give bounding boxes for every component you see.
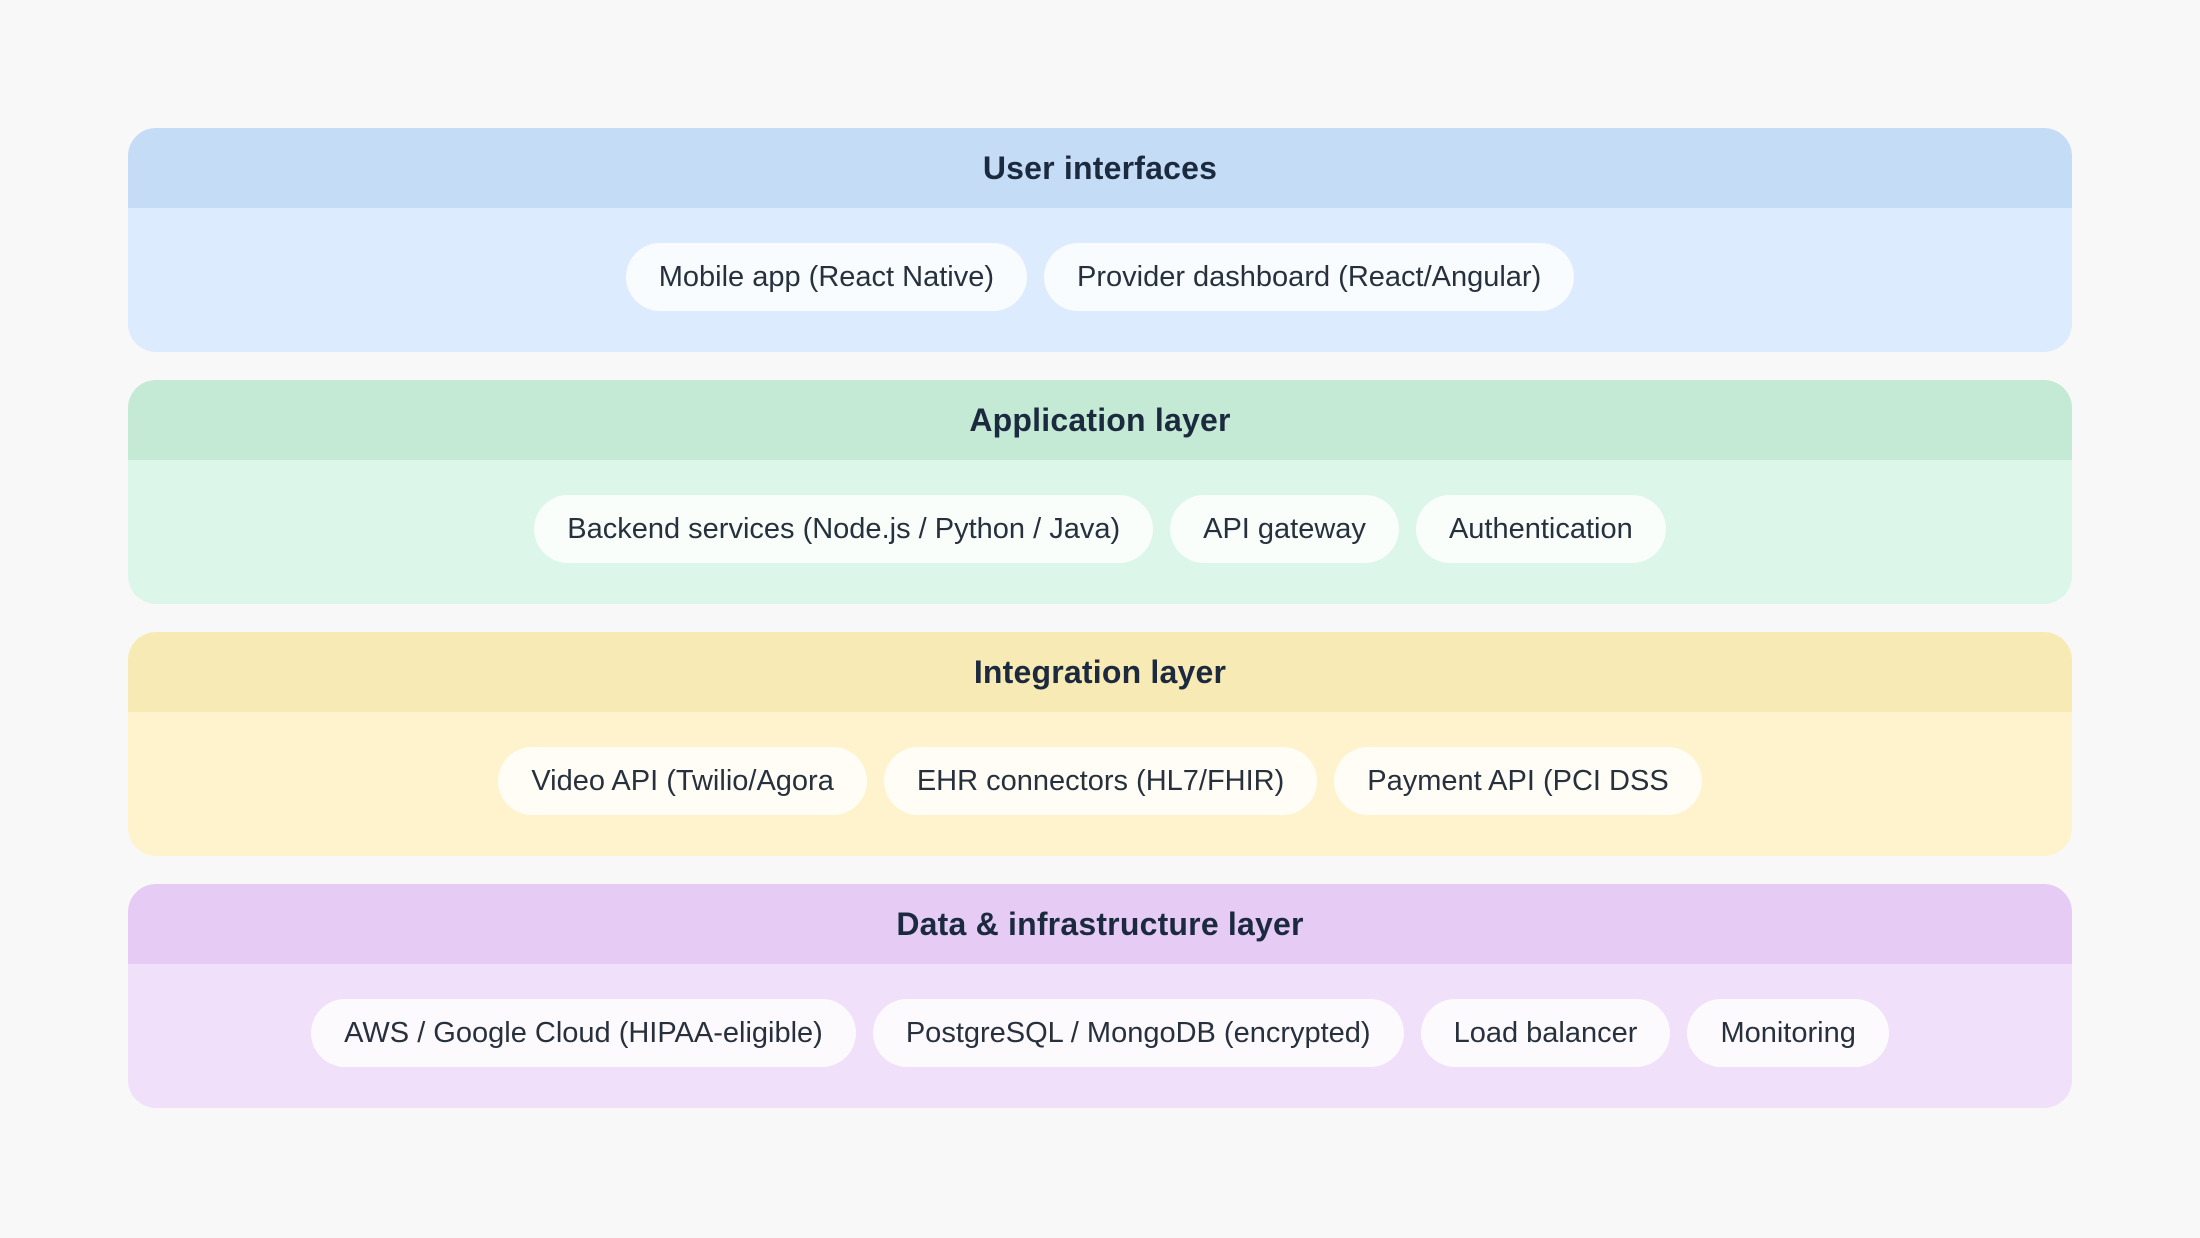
component-chip: Monitoring — [1687, 999, 1889, 1067]
component-chip: Payment API (PCI DSS — [1334, 747, 1702, 815]
layer-user-interfaces: User interfaces Mobile app (React Native… — [128, 128, 2072, 352]
layer-title: Data & infrastructure layer — [128, 884, 2072, 964]
layer-integration: Integration layer Video API (Twilio/Agor… — [128, 632, 2072, 856]
layer-title: Application layer — [128, 380, 2072, 460]
component-chip: AWS / Google Cloud (HIPAA-eligible) — [311, 999, 856, 1067]
component-chip: Backend services (Node.js / Python / Jav… — [534, 495, 1154, 563]
component-chip: Provider dashboard (React/Angular) — [1044, 243, 1575, 311]
component-chip: API gateway — [1170, 495, 1399, 563]
layer-components: Video API (Twilio/Agora EHR connectors (… — [128, 712, 2072, 856]
layer-components: Mobile app (React Native) Provider dashb… — [128, 208, 2072, 352]
architecture-diagram: User interfaces Mobile app (React Native… — [128, 128, 2072, 1136]
component-chip: Video API (Twilio/Agora — [498, 747, 867, 815]
layer-title: Integration layer — [128, 632, 2072, 712]
component-chip: EHR connectors (HL7/FHIR) — [883, 747, 1318, 815]
layer-components: Backend services (Node.js / Python / Jav… — [128, 460, 2072, 604]
layer-title: User interfaces — [128, 128, 2072, 208]
component-chip: Load balancer — [1420, 999, 1671, 1067]
component-chip: Authentication — [1415, 495, 1666, 563]
layer-data-infrastructure: Data & infrastructure layer AWS / Google… — [128, 884, 2072, 1108]
layer-components: AWS / Google Cloud (HIPAA-eligible) Post… — [128, 964, 2072, 1108]
component-chip: PostgreSQL / MongoDB (encrypted) — [872, 999, 1404, 1067]
layer-application: Application layer Backend services (Node… — [128, 380, 2072, 604]
component-chip: Mobile app (React Native) — [625, 243, 1027, 311]
